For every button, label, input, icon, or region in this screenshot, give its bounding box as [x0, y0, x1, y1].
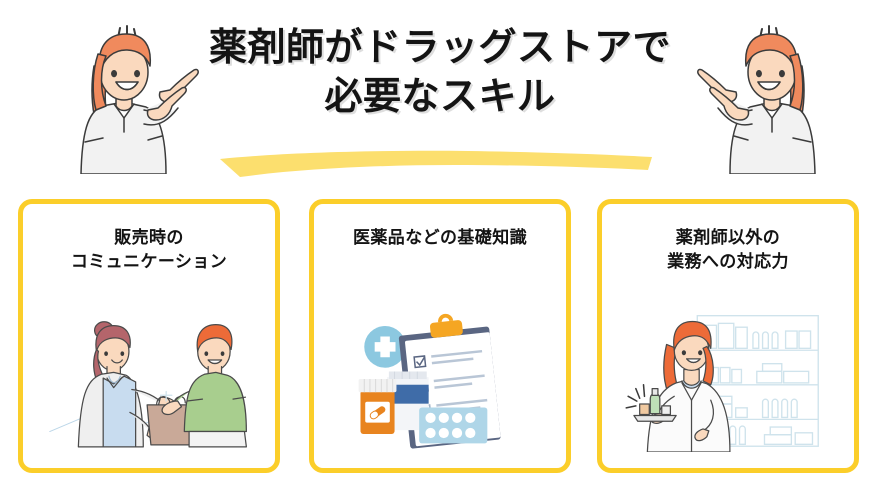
skill-card-other-duties[interactable]: 薬剤師以外の 業務への対応力	[597, 199, 859, 473]
skill-cards: 販売時の コミュニケーション	[0, 199, 880, 479]
clerk-handing-bag-illustration	[23, 300, 275, 460]
card-title-line-1: 薬剤師以外の	[675, 228, 781, 247]
pointing-woman-right-illustration	[688, 14, 838, 175]
pharmacist-shelves-illustration	[602, 300, 854, 460]
card-title-line-2: 業務への対応力	[667, 252, 789, 272]
page-title: 薬剤師がドラッグストアで 必要なスキル	[170, 24, 710, 121]
card-title-line-2: コミュニケーション	[70, 252, 228, 272]
clipboard-medicine-illustration	[314, 300, 566, 460]
card-title-line-1: 販売時の	[114, 228, 184, 247]
skill-card-knowledge[interactable]: 医薬品などの基礎知識	[309, 199, 571, 473]
header: 薬剤師がドラッグストアで 必要なスキル	[0, 0, 880, 195]
skill-card-communication-title: 販売時の コミュニケーション	[23, 226, 275, 274]
skill-card-communication[interactable]: 販売時の コミュニケーション	[18, 199, 280, 473]
blister-pack	[419, 407, 488, 444]
skill-card-knowledge-title: 医薬品などの基礎知識	[314, 226, 566, 250]
skill-card-other-duties-title: 薬剤師以外の 業務への対応力	[602, 226, 854, 274]
page-title-line-1: 薬剤師がドラッグストアで	[208, 27, 671, 69]
page-title-line-2: 必要なスキル	[324, 75, 556, 118]
pointing-woman-left-illustration	[58, 14, 208, 175]
brush-underline-icon	[218, 148, 654, 182]
card-title-line-1: 医薬品などの基礎知識	[353, 228, 527, 247]
